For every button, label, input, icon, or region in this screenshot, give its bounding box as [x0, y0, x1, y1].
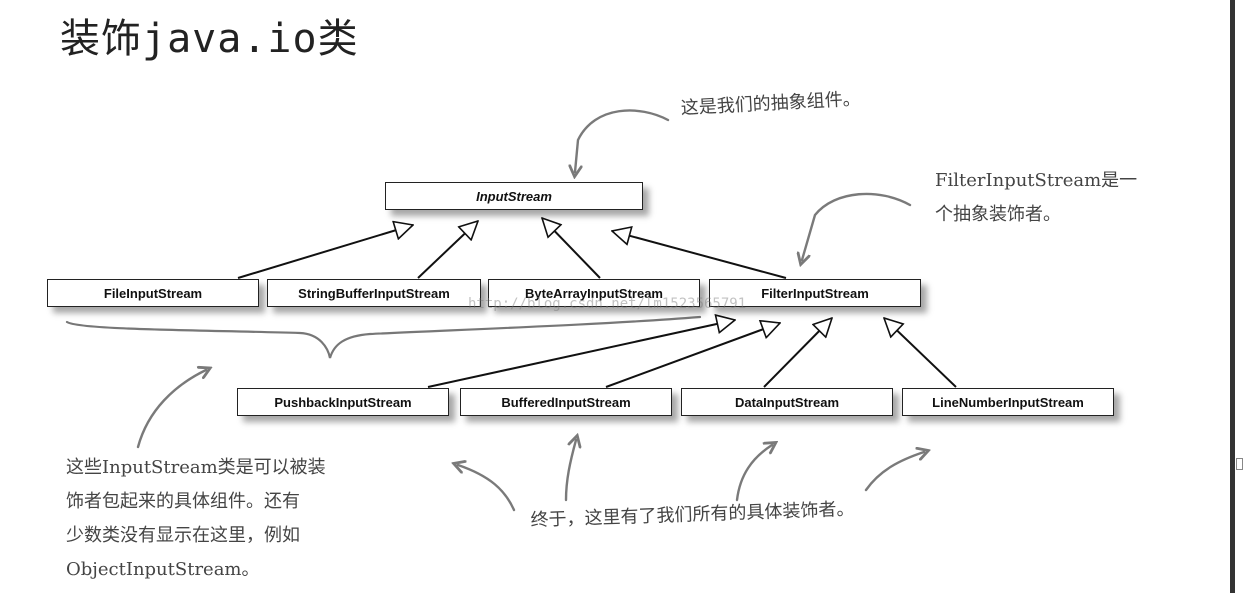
watermark-text: http://blog.csdn.net/lm1523565791: [468, 296, 747, 312]
note-filter-abstract-decorator: FilterInputStream是一 个抽象装饰者。: [935, 164, 1145, 232]
filter-to-input-line: [612, 231, 787, 279]
class-box-inputstream: InputStream: [385, 182, 643, 210]
window-edge: [1230, 0, 1235, 593]
class-box-linenumberinputstream: LineNumberInputStream: [902, 388, 1114, 416]
note-components-line-3: 少数类没有显示在这里，例如: [66, 525, 300, 546]
class-box-fileinputstream: FileInputStream: [47, 279, 259, 307]
stringbuffer-to-input-line: [417, 221, 478, 279]
note-components-line-4: ObjectInputStream。: [66, 559, 260, 580]
decorators-arrow-1: [458, 465, 516, 512]
note-filter-line-1: FilterInputStream是一: [935, 170, 1138, 191]
decorators-arrow-3: [735, 445, 772, 502]
page-title: 装饰java.io类: [60, 16, 359, 62]
bytearray-to-input-line: [542, 218, 601, 279]
components-brace: [65, 315, 702, 359]
class-box-pushbackinputstream: PushbackInputStream: [237, 388, 449, 416]
class-box-stringbufferinputstream: StringBufferInputStream: [267, 279, 481, 307]
class-box-datainputstream: DataInputStream: [681, 388, 893, 416]
note-components-line-1: 这些InputStream类是可以被装: [66, 457, 326, 478]
linenumber-to-filter-line: [884, 318, 957, 388]
decorators-arrow-4: [864, 452, 924, 492]
decorators-arrow-2: [564, 440, 576, 502]
note-concrete-components: 这些InputStream类是可以被装 饰者包起来的具体组件。还有 少数类没有显…: [66, 451, 326, 587]
data-to-filter-line: [763, 318, 832, 388]
class-box-filterinputstream: FilterInputStream: [709, 279, 921, 307]
abstract-note-arrow: [575, 109, 670, 172]
note-filter-line-2: 个抽象装饰者。: [935, 204, 1061, 225]
class-box-bufferedinputstream: BufferedInputStream: [460, 388, 672, 416]
buffered-to-filter-line: [605, 323, 780, 388]
filter-note-arrow: [802, 192, 912, 260]
pushback-to-filter-line: [427, 320, 735, 388]
window-edge-marker: [1236, 458, 1243, 470]
class-box-bytearrayinputstream: ByteArrayInputStream: [488, 279, 700, 307]
file-to-input-line: [237, 225, 413, 279]
note-components-line-2: 饰者包起来的具体组件。还有: [66, 491, 300, 512]
components-note-arrow: [136, 370, 206, 449]
